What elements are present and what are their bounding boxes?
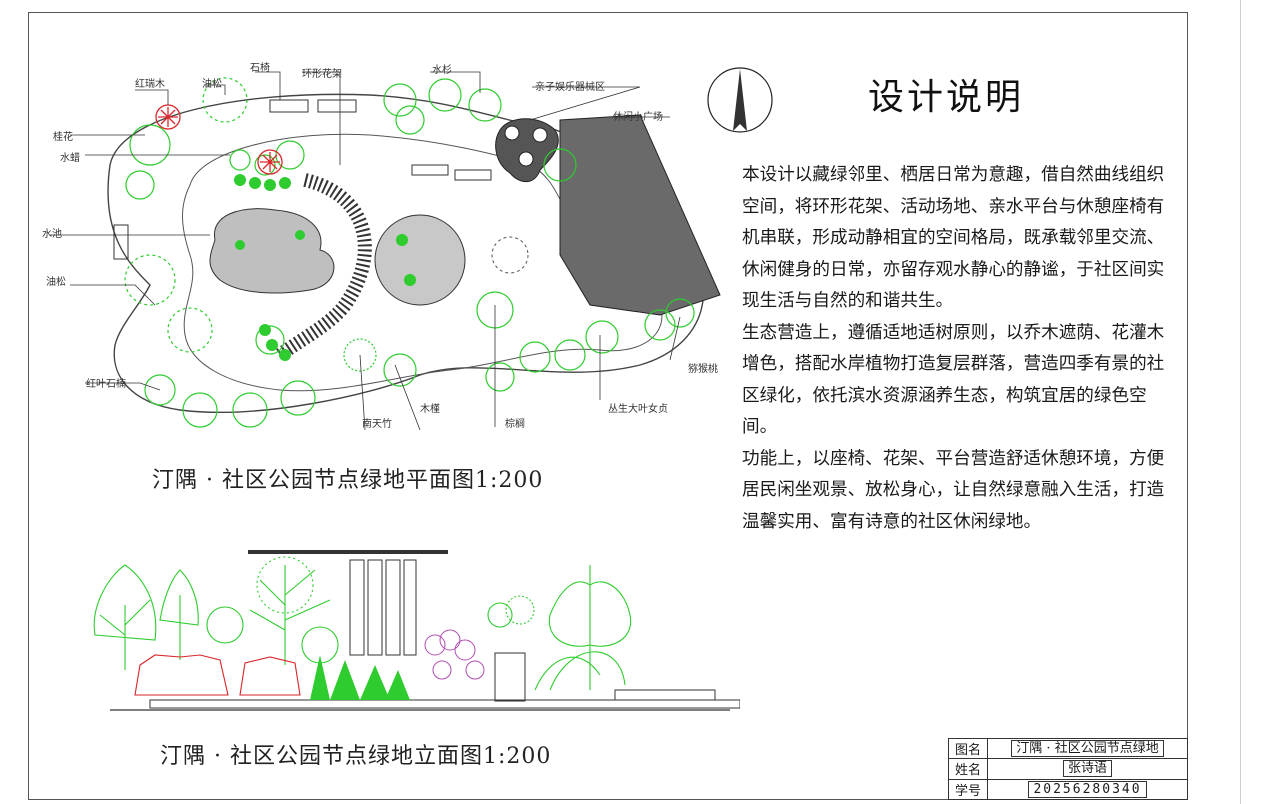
bench-5	[113, 224, 129, 260]
drawing-sheet-frame	[28, 12, 1188, 800]
student-name-value: 张诗语	[1062, 760, 1112, 778]
trellis-roof	[248, 550, 448, 554]
bench-4	[454, 169, 492, 181]
plan-caption: 汀隅 · 社区公园节点绿地平面图1:200	[152, 468, 544, 493]
label-huanxing-huajia: 环形花架	[302, 69, 342, 80]
title-block-value: 汀隅 · 社区公园节点绿地	[987, 737, 1188, 760]
title-block-value: 20256280340	[987, 778, 1188, 801]
title-block-row: 图名 汀隅 · 社区公园节点绿地	[948, 737, 1188, 760]
label-nantianzhu: 南天竹	[362, 419, 392, 430]
label-yousong-top: 油松	[202, 79, 222, 90]
ring-trellis	[275, 173, 372, 361]
elevation-drawing	[80, 545, 740, 715]
label-mihoutao: 猕猴桃	[688, 364, 718, 375]
bench-3	[411, 164, 449, 176]
elevation-svg	[93, 550, 740, 711]
label-shuishan: 水杉	[432, 65, 452, 76]
design-notes-paragraph-3: 功能上，以座椅、花架、平台营造舒适休憩环境，方便居民闲坐观景、放松身心，让自然绿…	[742, 448, 1165, 532]
label-xiuxian-plaza: 休闲小广场	[613, 112, 663, 123]
label-hongye-shinan: 红叶石楠	[86, 379, 126, 390]
red-trees	[155, 104, 283, 175]
site-plan-drawing: 红瑞木 油松 石椅 环形花架 水杉 亲子娱乐器械区 休闲小广场 桂花 水蜡 水池…	[40, 55, 730, 440]
drawing-name-value: 汀隅 · 社区公园节点绿地	[1011, 740, 1164, 758]
label-shuila: 水蜡	[60, 153, 80, 164]
pond-east	[374, 214, 466, 306]
label-congsheng-nvzhen: 丛生大叶女贞	[608, 404, 668, 415]
page-edge-divider	[1240, 0, 1241, 804]
elevation-trees	[93, 556, 632, 691]
elevation-red-shrubs	[134, 654, 301, 696]
platform-block	[494, 652, 526, 702]
tree-symbols	[124, 77, 695, 428]
label-shiyi: 石椅	[250, 63, 270, 74]
design-notes-paragraph-2: 生态营造上，遵循适地适树原则，以乔木遮荫、花灌木增色，搭配水岸植物打造复层群落，…	[742, 322, 1165, 438]
pond-west	[209, 208, 335, 294]
elevation-shrubs	[310, 655, 410, 700]
site-plan-svg	[50, 71, 721, 431]
label-zonglv: 棕榈	[505, 419, 525, 430]
title-block: 图名 汀隅 · 社区公园节点绿地 姓名 张诗语 学号 20256280340	[948, 737, 1188, 801]
shrub-dots	[234, 174, 416, 361]
label-mujin: 木槿	[420, 404, 440, 415]
table-set	[491, 236, 529, 274]
title-block-key: 学号	[948, 778, 988, 801]
title-block-key: 图名	[948, 737, 988, 760]
title-block-value: 张诗语	[987, 758, 1188, 780]
bench-2	[317, 99, 357, 113]
label-qinzi-area: 亲子娱乐器械区	[535, 82, 605, 93]
step	[614, 689, 716, 701]
design-notes-body: 本设计以藏绿邻里、栖居日常为意趣，借自然曲线组织空间，将环形花架、活动场地、亲水…	[742, 160, 1167, 538]
elevation-flowers	[424, 629, 485, 680]
north-arrow-icon	[706, 66, 774, 134]
student-id-value: 20256280340	[1028, 780, 1147, 798]
design-notes-paragraph-1: 本设计以藏绿邻里、栖居日常为意趣，借自然曲线组织空间，将环形花架、活动场地、亲水…	[742, 165, 1165, 311]
site-boundary	[107, 93, 705, 413]
play-equipment-area	[495, 118, 559, 183]
label-shuichi: 水池	[42, 229, 62, 240]
trellis-columns	[349, 559, 417, 656]
design-notes-title: 设计说明	[868, 77, 1025, 118]
label-guihua: 桂花	[53, 132, 73, 143]
bench-1	[269, 99, 309, 113]
title-block-row: 姓名 张诗语	[948, 758, 1188, 780]
label-hongruimu: 红瑞木	[135, 79, 165, 90]
leisure-plaza	[559, 114, 721, 316]
leader-lines	[50, 71, 681, 431]
elevation-caption: 汀隅 · 社区公园节点绿地立面图1:200	[160, 744, 552, 769]
title-block-key: 姓名	[948, 758, 988, 780]
title-block-row: 学号 20256280340	[948, 778, 1188, 801]
label-yousong-left: 油松	[46, 277, 66, 288]
